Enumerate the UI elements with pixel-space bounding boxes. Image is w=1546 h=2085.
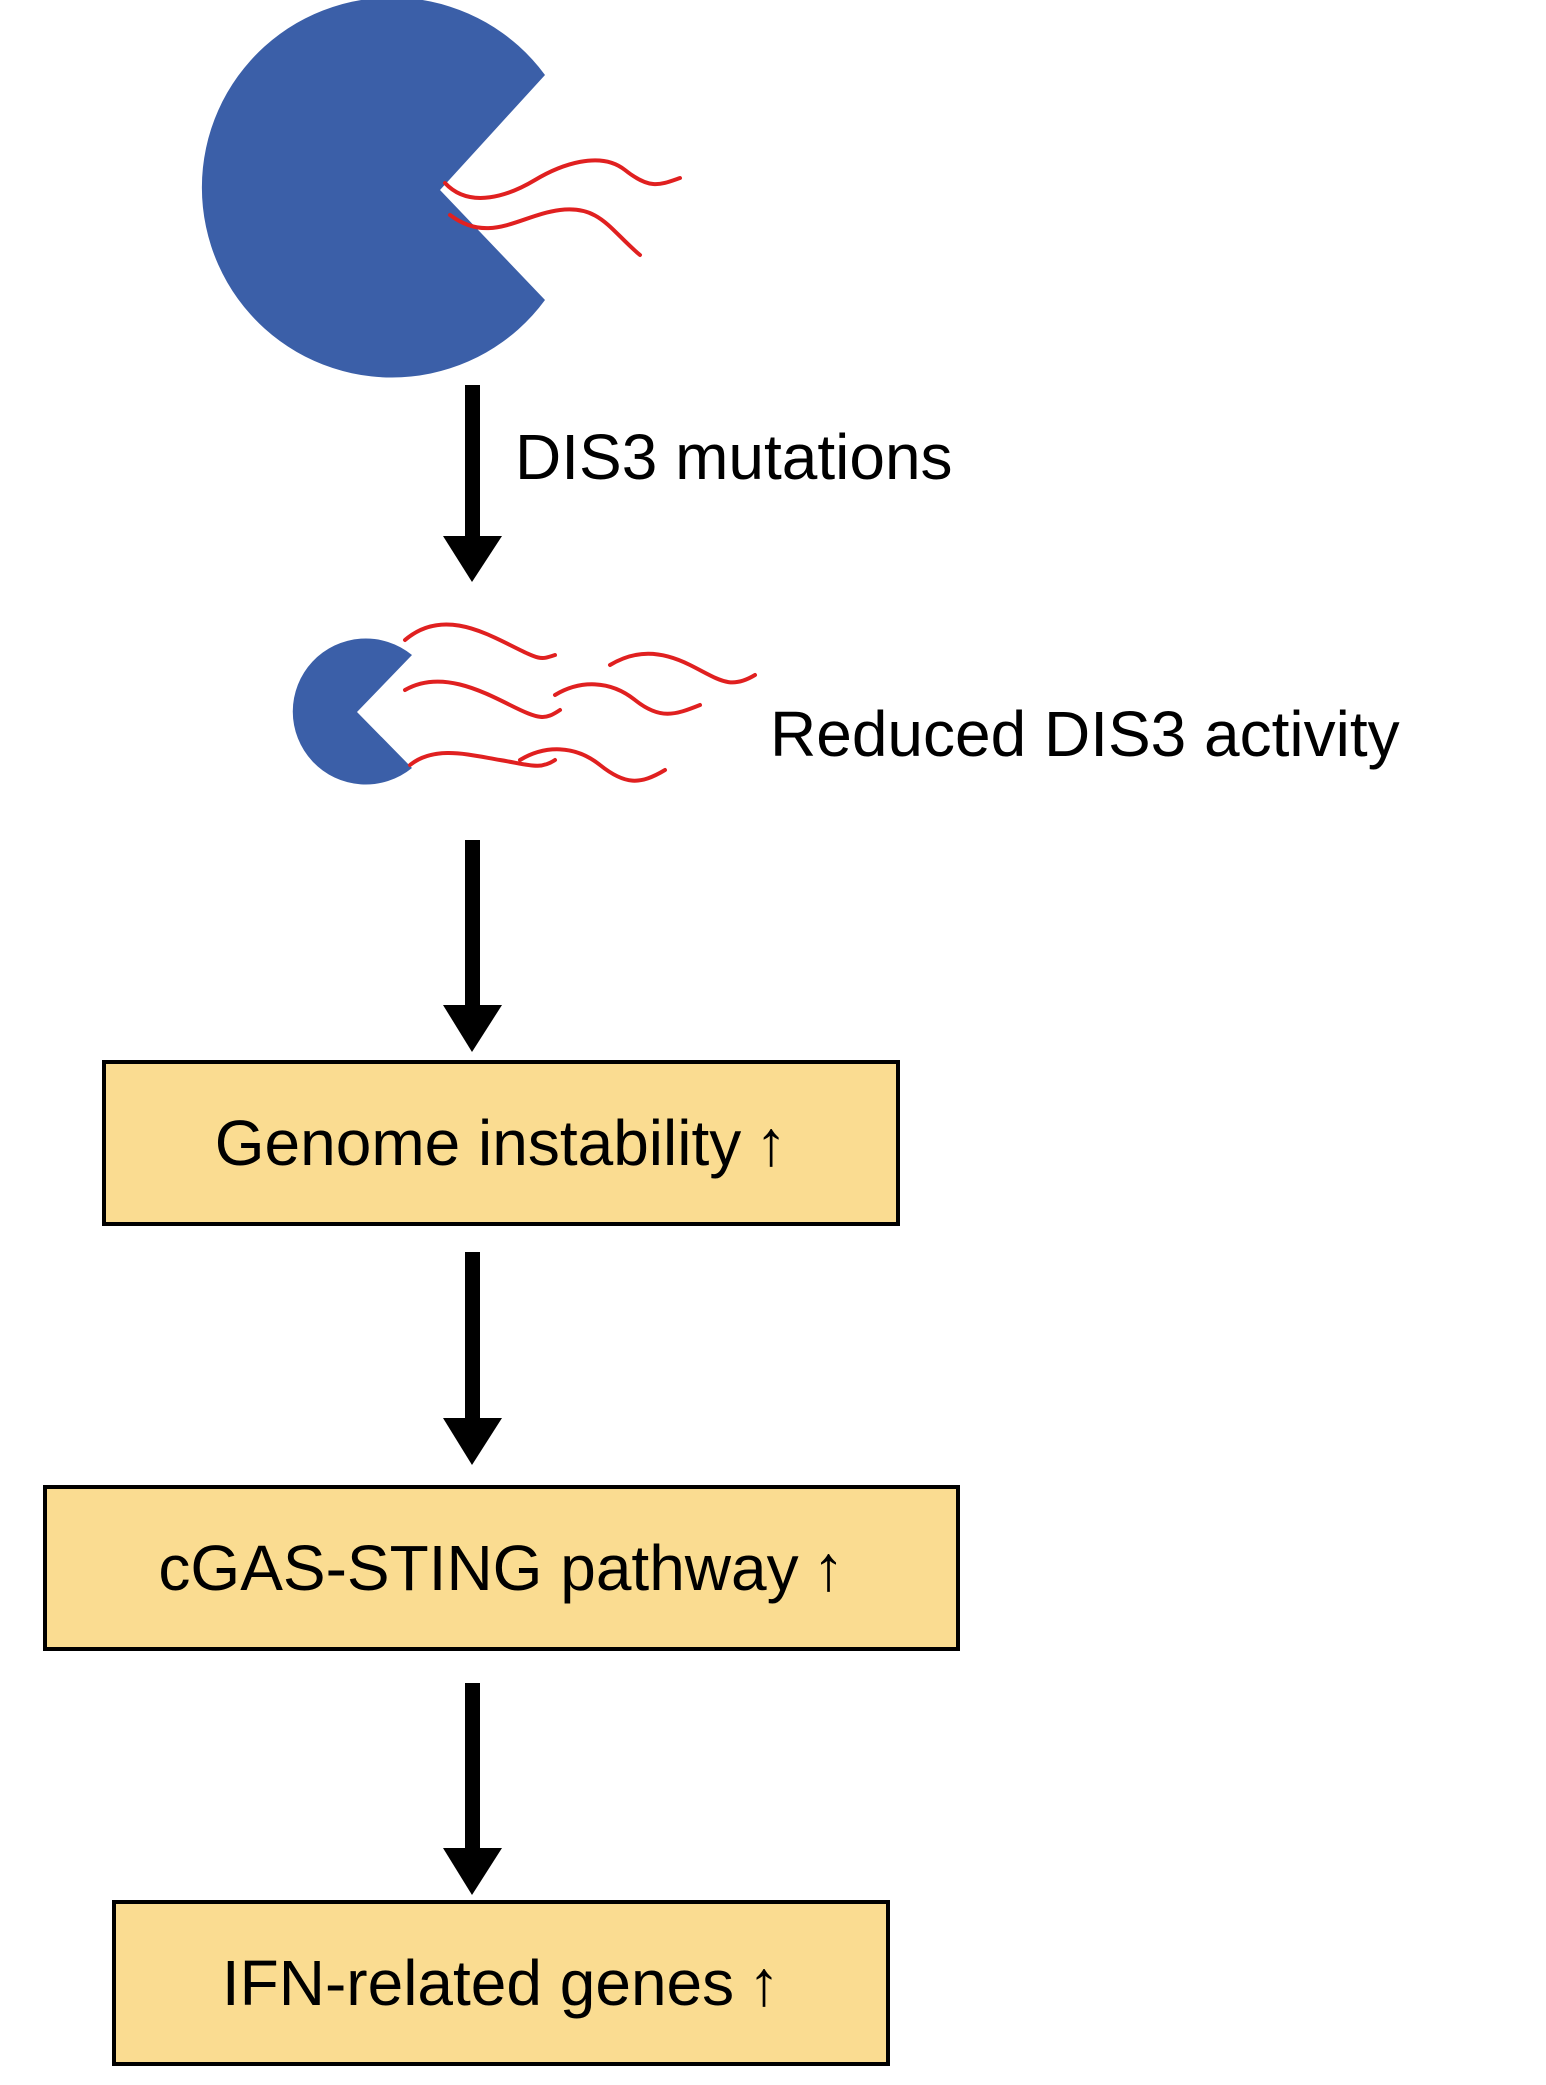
- rna-strand-icon: [553, 682, 702, 716]
- down-arrow-icon: [443, 385, 502, 582]
- dis3-mutations-label: DIS3 mutations: [515, 421, 953, 493]
- ifn-related-genes-box: IFN-related genes ↑: [112, 1900, 890, 2066]
- rna-strand-icon: [448, 207, 642, 257]
- rna-strand-icon: [403, 622, 557, 660]
- rna-strand-icon: [443, 158, 682, 200]
- rna-strand-icon: [403, 679, 562, 719]
- rna-strand-icon: [408, 751, 557, 768]
- box-text: cGAS-STING pathway: [158, 1532, 799, 1604]
- box-text: IFN-related genes: [221, 1947, 735, 2019]
- down-arrow-icon: [443, 1683, 502, 1895]
- cgas-sting-pathway-box: cGAS-STING pathway ↑: [43, 1485, 960, 1651]
- up-arrow-icon: ↑: [748, 1947, 781, 2019]
- down-arrow-icon: [443, 840, 502, 1052]
- reduced-dis3-activity-label: Reduced DIS3 activity: [770, 698, 1400, 770]
- rna-strand-icon: [518, 747, 667, 783]
- box-text: Genome instability: [214, 1107, 742, 1179]
- rna-strand-icon: [608, 651, 757, 685]
- down-arrow-icon: [443, 1252, 502, 1465]
- up-arrow-icon: ↑: [812, 1532, 845, 1604]
- dis3-enzyme-small-icon: [292, 638, 412, 785]
- genome-instability-box: Genome instability ↑: [102, 1060, 900, 1226]
- dis3-enzyme-large-icon: [201, 0, 545, 378]
- up-arrow-icon: ↑: [755, 1107, 788, 1179]
